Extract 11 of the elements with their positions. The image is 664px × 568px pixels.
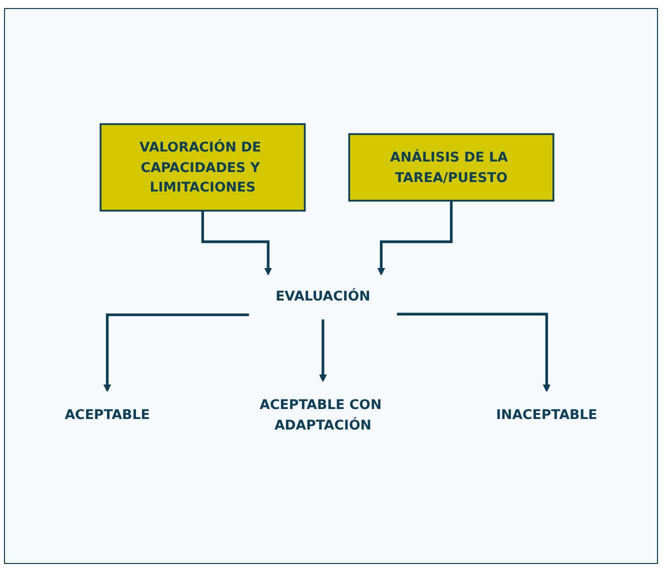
node-text: ACEPTABLE CON ADAPTACIÓN <box>260 396 382 433</box>
arrow <box>201 209 272 276</box>
arrow <box>319 318 327 382</box>
node-box: VALORACIÓN DE CAPACIDADES Y LIMITACIONES <box>100 123 306 212</box>
arrow <box>103 313 249 392</box>
node-text: INACEPTABLE <box>496 406 598 423</box>
arrow <box>396 312 551 392</box>
node-box: ANÁLISIS DE LA TAREA/PUESTO <box>348 133 554 202</box>
node-text: EVALUACIÓN <box>276 288 370 304</box>
node-text: ACEPTABLE <box>64 406 150 423</box>
arrow <box>377 199 453 276</box>
